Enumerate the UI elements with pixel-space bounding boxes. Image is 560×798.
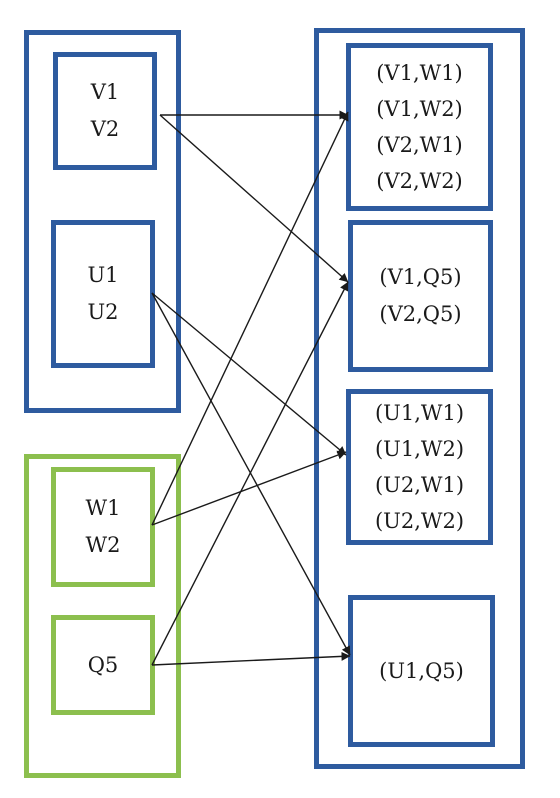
source-group-green: [24, 454, 181, 778]
arrow-q-to-vq: [151, 281, 349, 666]
arrow-q-to-uq: [151, 651, 351, 666]
target-label: (U1,W1): [374, 401, 465, 425]
target-box-uq: [348, 595, 495, 747]
source-box-v-labels: V1 V2: [53, 52, 157, 170]
target-group: [314, 28, 525, 769]
arrow-v-to-vq: [159, 114, 349, 283]
target-box-vw: [346, 43, 493, 211]
target-label: (V2,W2): [376, 169, 463, 193]
source-label: V1: [90, 80, 120, 104]
target-label: (V1,W2): [376, 97, 463, 121]
target-label: (U1,W2): [374, 437, 465, 461]
arrow-w-to-vw: [151, 111, 349, 526]
source-label: U2: [87, 300, 119, 324]
source-label: V2: [90, 117, 120, 141]
source-label: W1: [85, 496, 121, 520]
target-label: (U2,W1): [374, 473, 465, 497]
source-box-w: [51, 467, 155, 587]
target-label: (V2,W1): [376, 133, 463, 157]
source-group-blue: [24, 30, 181, 413]
target-box-uw: [346, 389, 493, 545]
source-label: Q5: [87, 652, 119, 677]
arrow-u-to-uq: [151, 292, 351, 656]
arrow-u-to-uw: [151, 292, 347, 456]
target-label: (V1,W1): [376, 61, 463, 85]
target-label: (V2,Q5): [379, 302, 462, 326]
source-label: U1: [87, 263, 119, 287]
source-label: W2: [85, 533, 121, 557]
target-box-vw-labels: (V1,W1) (V1,W2) (V2,W1) (V2,W2): [346, 43, 493, 211]
target-box-uq-labels: (U1,Q5): [348, 595, 495, 747]
source-box-w-labels: W1 W2: [51, 467, 155, 587]
source-box-v: [53, 52, 157, 170]
target-label: (U2,W2): [374, 509, 465, 533]
target-label: (V1,Q5): [379, 265, 462, 289]
source-box-u-labels: U1 U2: [51, 220, 155, 368]
source-box-q-labels: Q5: [51, 615, 155, 715]
target-box-vq-labels: (V1,Q5) (V2,Q5): [348, 220, 493, 372]
target-label: (U1,Q5): [379, 658, 464, 683]
arrow-w-to-uw: [151, 450, 347, 526]
target-box-uw-labels: (U1,W1) (U1,W2) (U2,W1) (U2,W2): [346, 389, 493, 545]
target-box-vq: [348, 220, 493, 372]
